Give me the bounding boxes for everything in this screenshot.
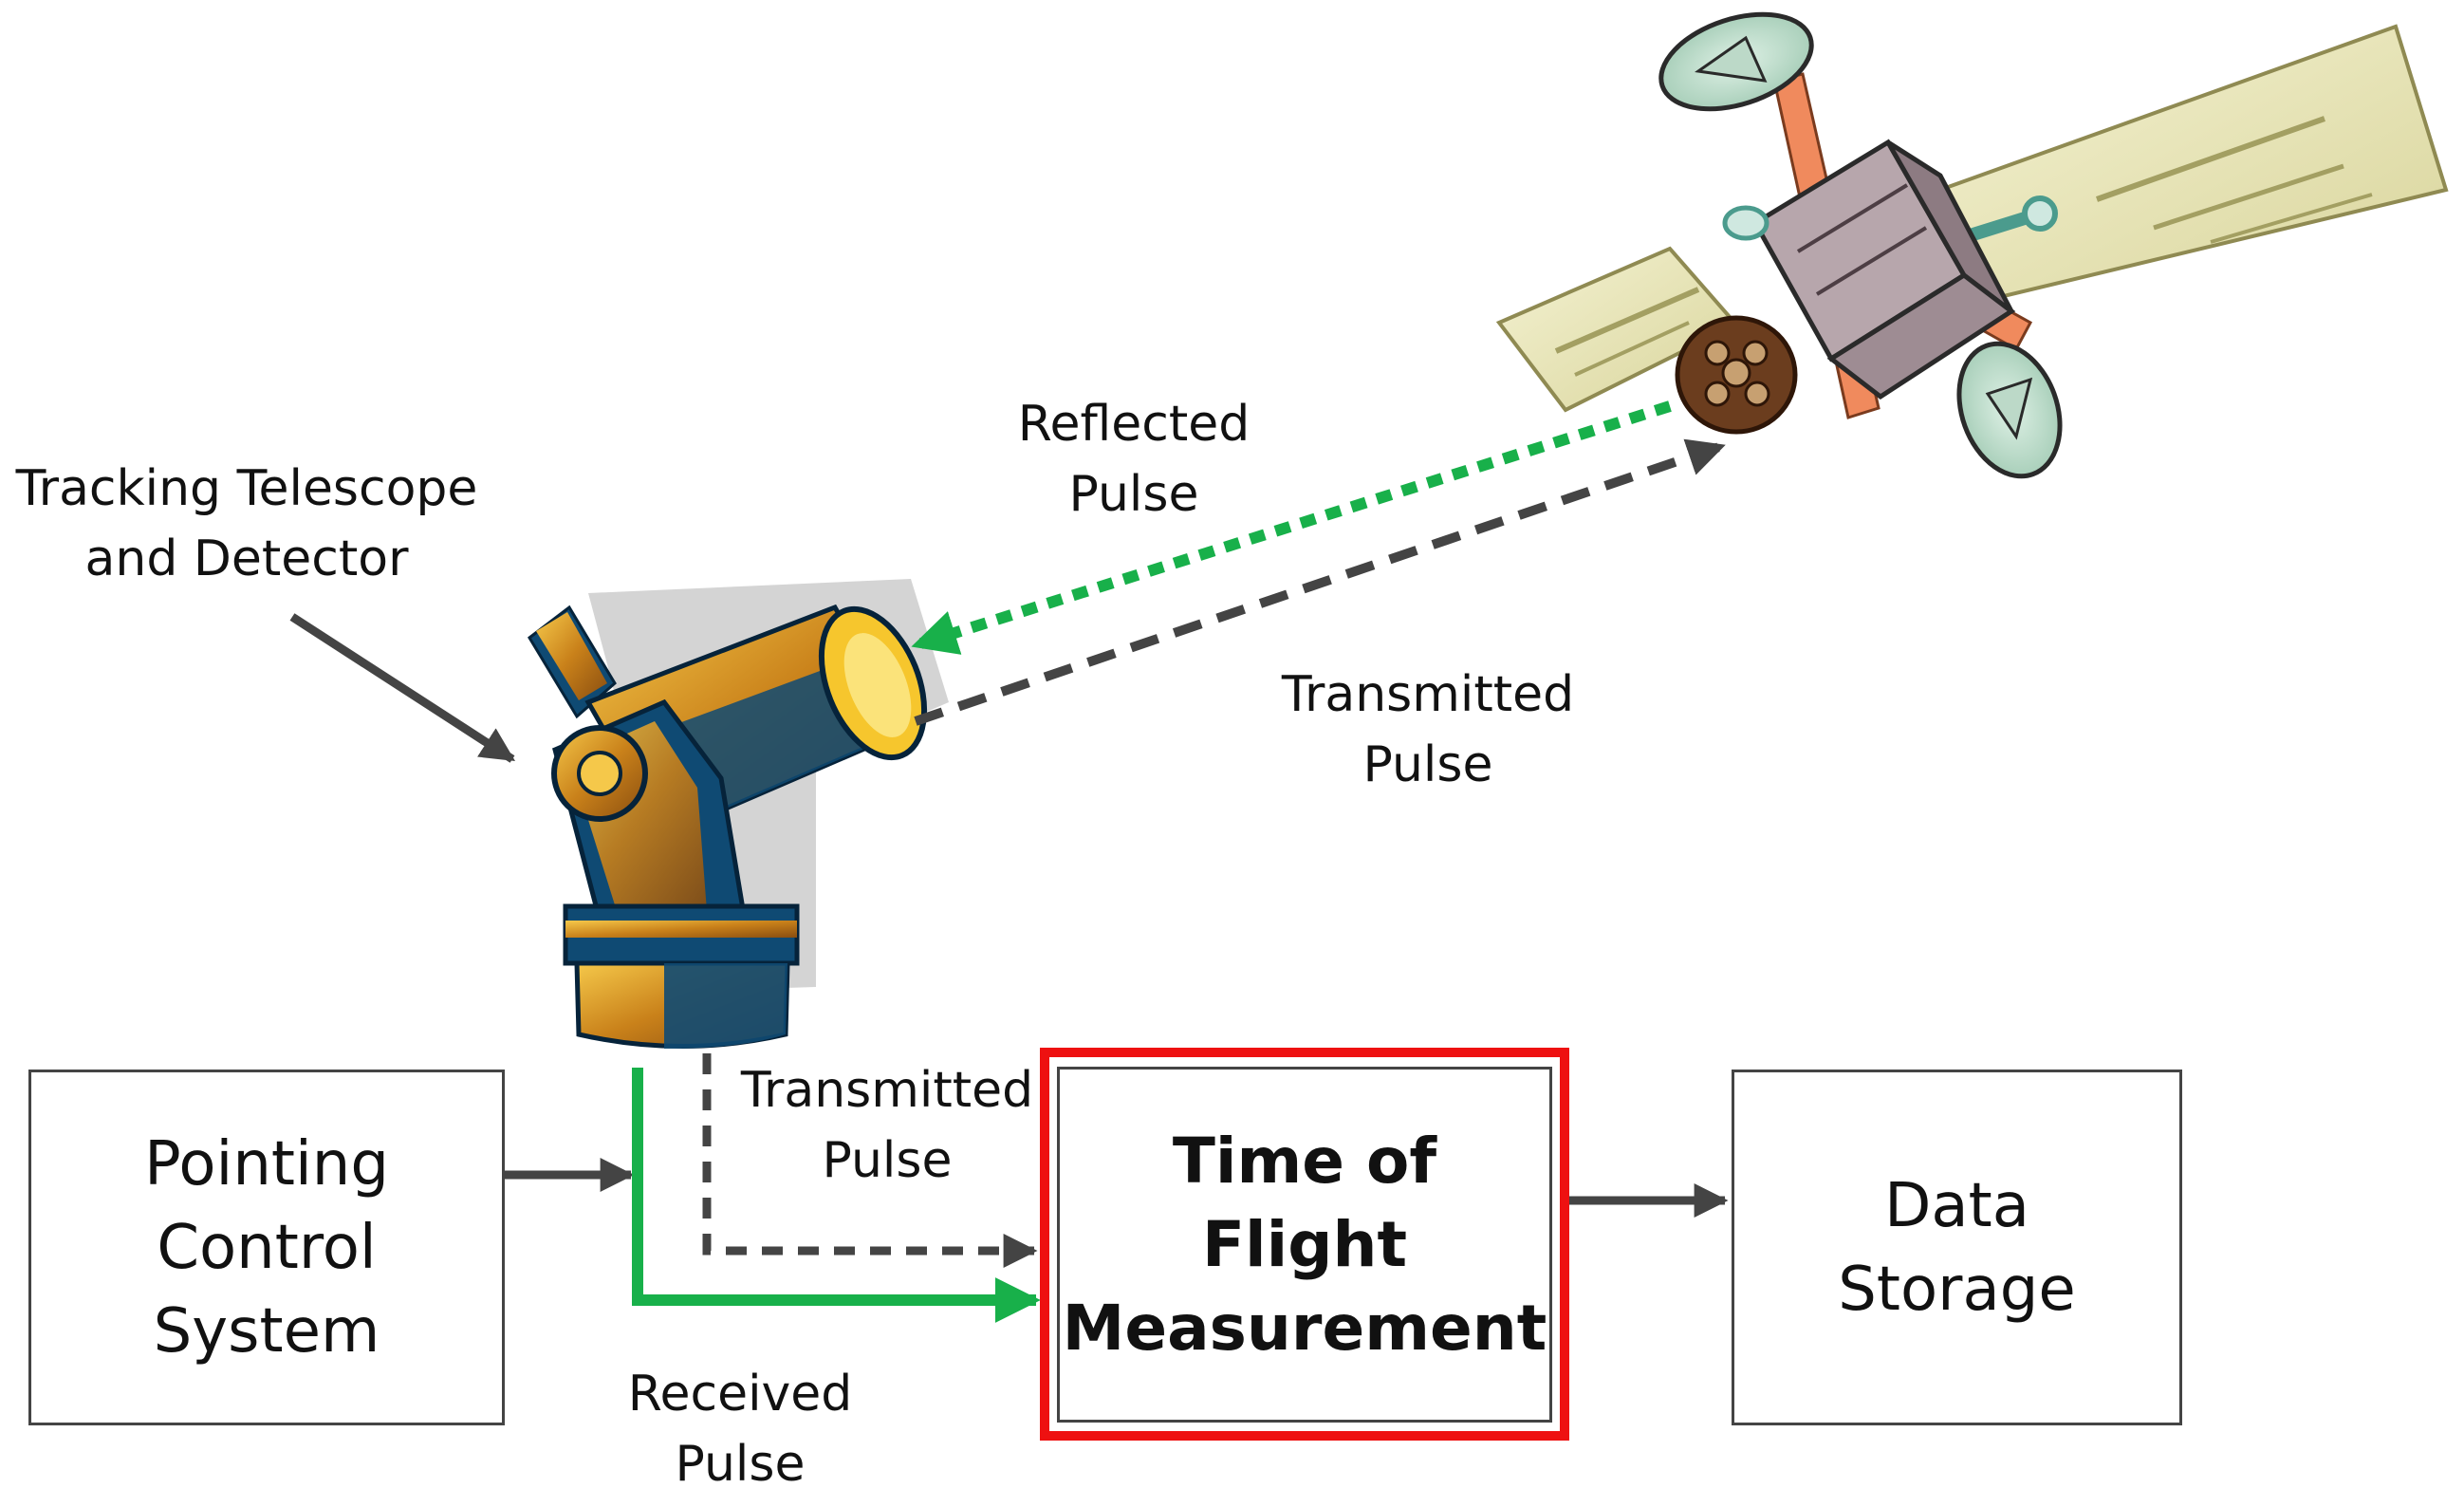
telescope-pointer-arrow	[289, 613, 516, 763]
received-label-line2: Pulse	[675, 1436, 806, 1493]
satellite-right-panel	[1937, 24, 2449, 299]
time-of-flight-box: Time of Flight Measurement	[1057, 1067, 1552, 1423]
reflected-pulse-label: Reflected Pulse	[996, 389, 1271, 530]
storage-line1: Data	[1884, 1170, 2029, 1241]
received-pulse-label: Received Pulse	[607, 1359, 873, 1499]
tof-line3: Measurement	[1062, 1291, 1547, 1365]
transmitted-pulse-arrow-upper	[914, 438, 1726, 726]
transmitted-pulse-arrow-lower	[702, 1053, 1038, 1268]
tof-line2: Flight	[1201, 1207, 1408, 1281]
storage-line2: Storage	[1838, 1254, 2076, 1325]
pointing-line1: Pointing	[144, 1128, 389, 1200]
reflected-label-line1: Reflected	[1017, 396, 1251, 453]
transmitted-lower-line2: Pulse	[822, 1132, 953, 1189]
transmitted-pulse-label-lower: Transmitted Pulse	[731, 1055, 1044, 1196]
telescope-icon	[528, 579, 949, 1049]
transmitted-pulse-label-upper: Transmitted Pulse	[1271, 660, 1584, 800]
telescope-label: Tracking Telescope and Detector	[0, 454, 493, 594]
transmitted-lower-line1: Transmitted	[740, 1062, 1034, 1119]
reflected-label-line2: Pulse	[1068, 466, 1199, 523]
telescope-label-line2: and Detector	[84, 530, 409, 587]
pointing-control-box: Pointing Control System	[28, 1070, 505, 1425]
data-storage-box: Data Storage	[1732, 1070, 2182, 1425]
pointing-line2: Control	[157, 1212, 377, 1283]
received-pulse-arrow	[632, 1068, 1041, 1323]
telescope-label-line1: Tracking Telescope	[15, 460, 478, 517]
pointing-line3: System	[153, 1295, 380, 1367]
transmitted-upper-line2: Pulse	[1362, 736, 1493, 793]
transmitted-upper-line1: Transmitted	[1281, 666, 1575, 723]
satellite-icon	[1495, 11, 2449, 479]
tof-line1: Time of	[1172, 1124, 1437, 1198]
received-label-line1: Received	[627, 1366, 853, 1423]
